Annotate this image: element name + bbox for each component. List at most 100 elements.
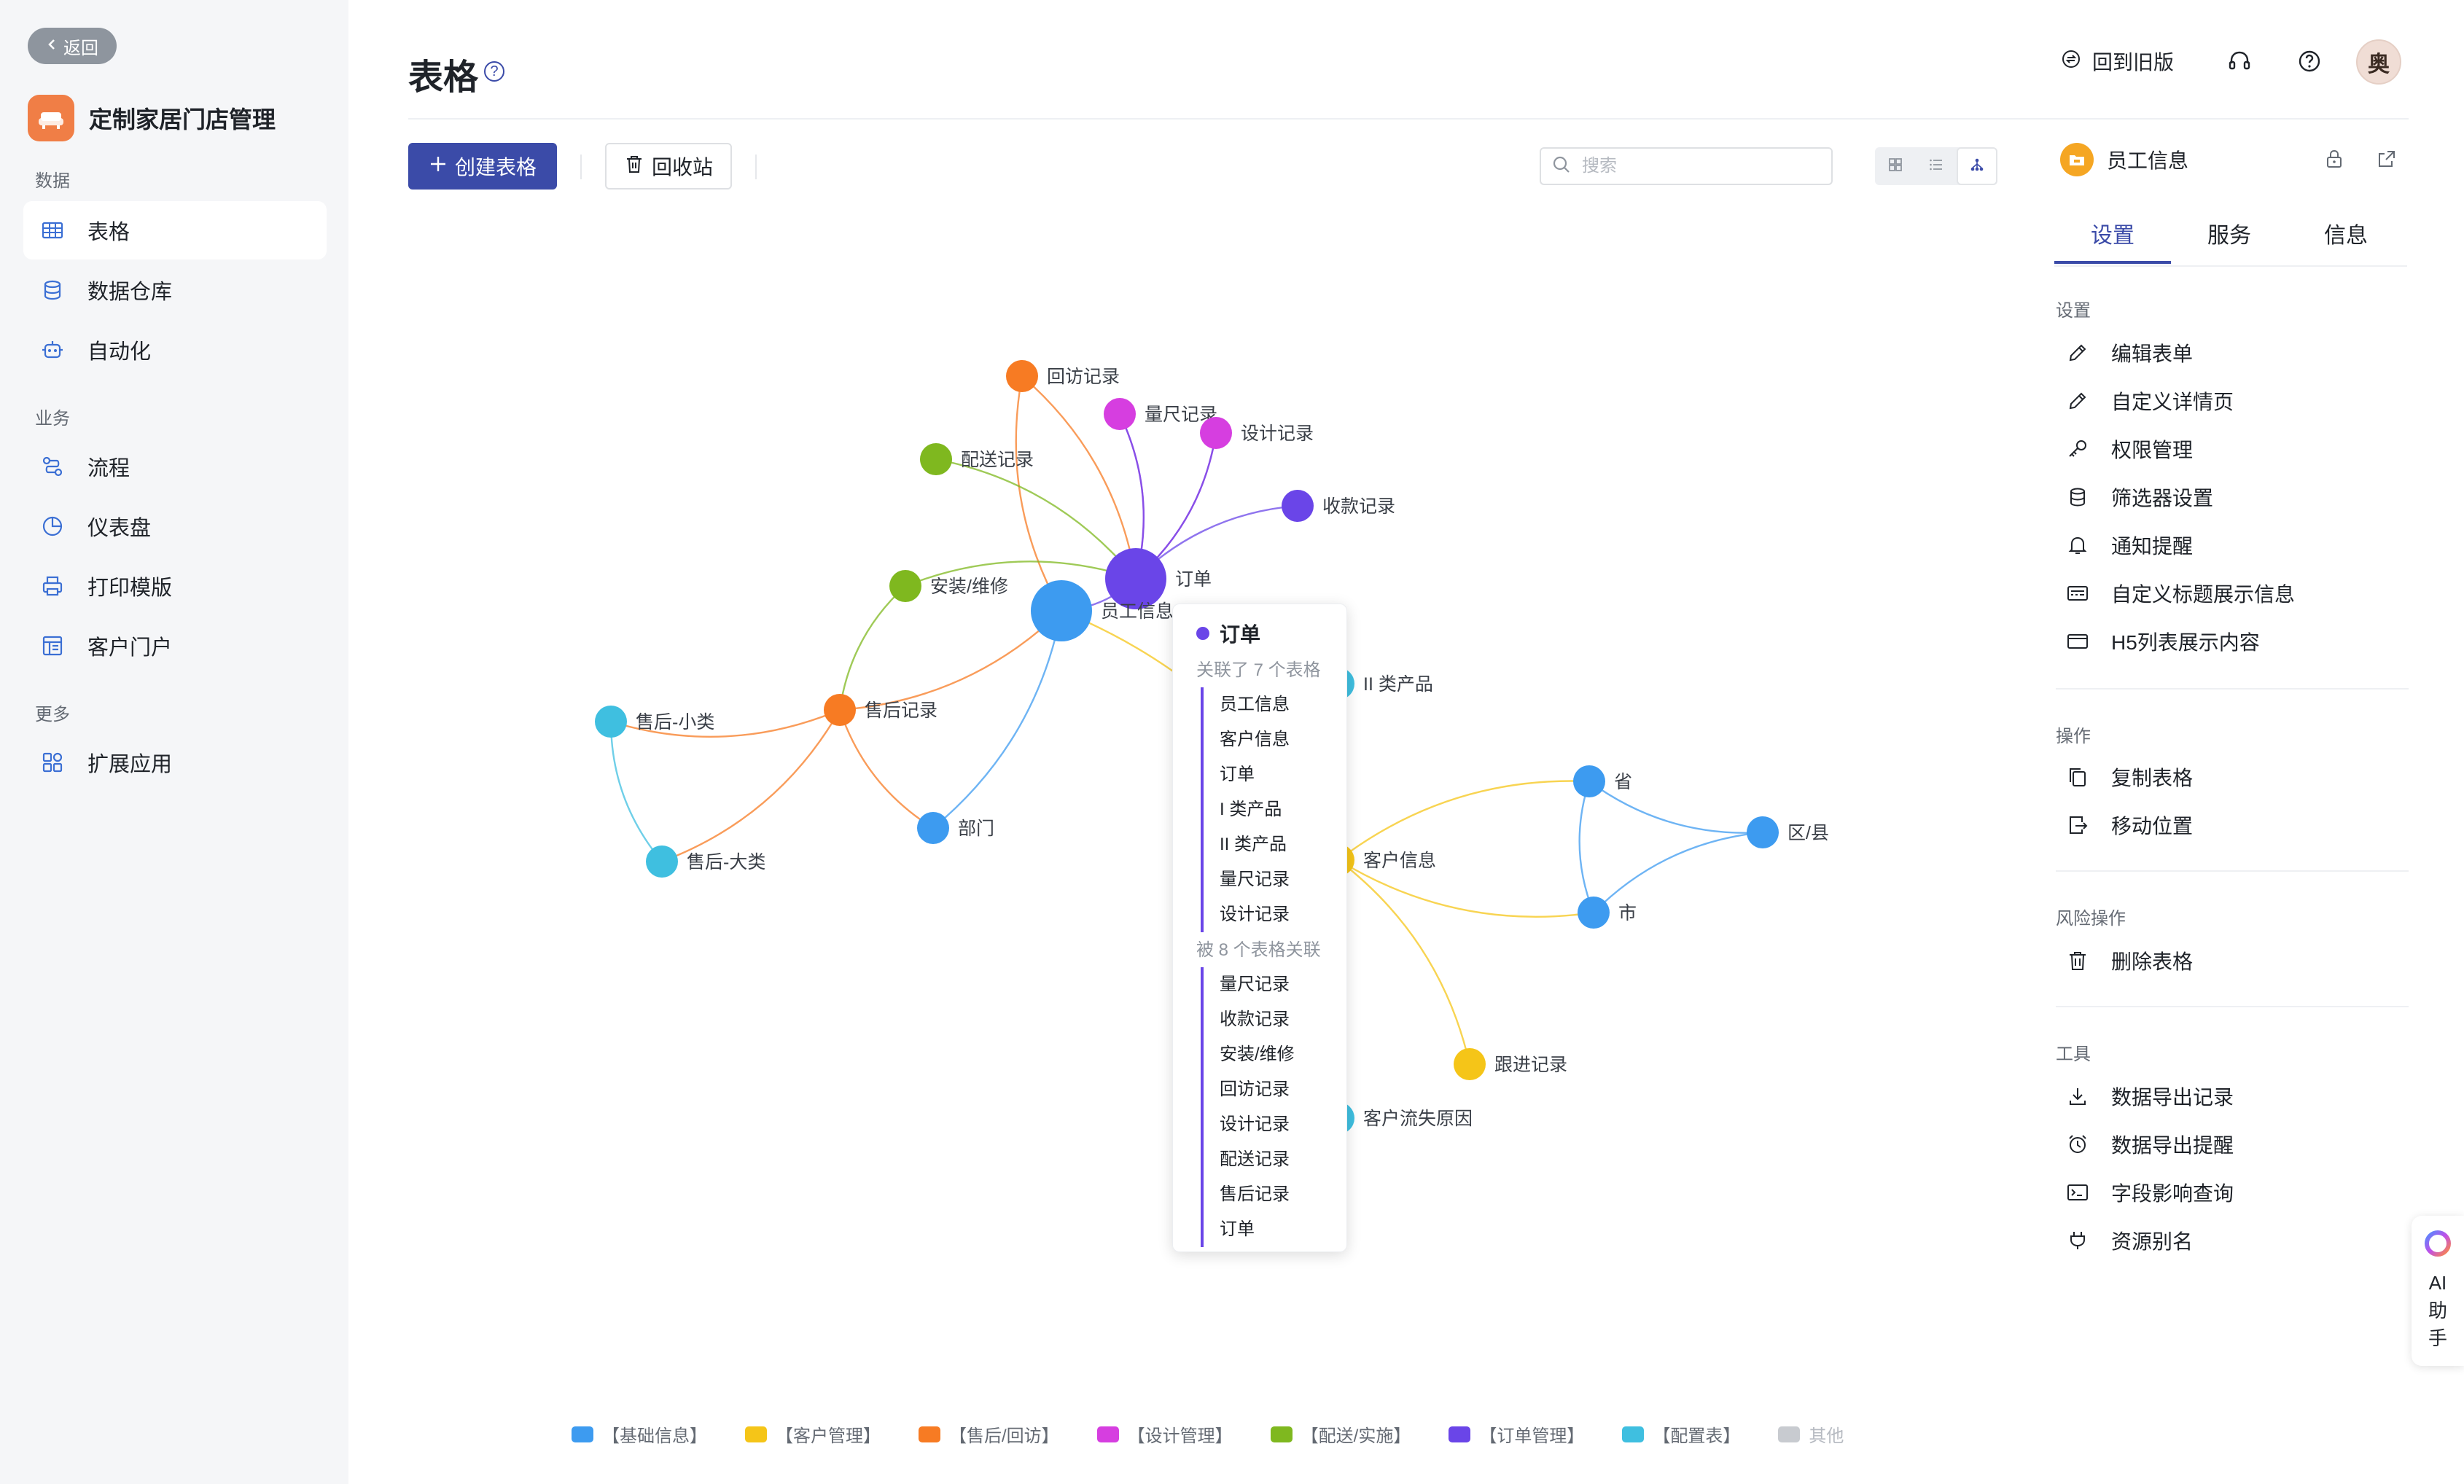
- external-link-icon[interactable]: [2374, 146, 2400, 172]
- list-item[interactable]: 量尺记录: [1220, 870, 1290, 889]
- filter-settings-item[interactable]: 筛选器设置: [2065, 481, 2213, 513]
- header-divider: [408, 118, 2409, 120]
- list-item[interactable]: 订单: [1220, 1219, 1255, 1239]
- list-item[interactable]: 回访记录: [1220, 1079, 1290, 1099]
- graph-node-dingdan[interactable]: 订单: [1105, 548, 1212, 609]
- list-item[interactable]: 安装/维修: [1220, 1044, 1295, 1064]
- graph-node-bumen[interactable]: 部门: [917, 812, 994, 844]
- graph-node-circle[interactable]: [1578, 897, 1610, 929]
- old-version-link[interactable]: 回到旧版: [2060, 47, 2174, 76]
- graph-node-shoukuan[interactable]: 收款记录: [1282, 490, 1395, 522]
- graph-node-shouhou_da[interactable]: 售后-大类: [646, 846, 765, 878]
- help-icon[interactable]: [2293, 45, 2325, 77]
- nav-item-print-template[interactable]: 打印模版: [23, 557, 327, 615]
- headset-icon[interactable]: [2223, 45, 2256, 77]
- custom-detail-page-item[interactable]: 自定义详情页: [2065, 385, 2234, 417]
- legend-item[interactable]: 【基础信息】: [572, 1421, 707, 1447]
- legend-item[interactable]: 【订单管理】: [1449, 1421, 1584, 1447]
- graph-node-circle[interactable]: [920, 443, 952, 475]
- lock-icon[interactable]: [2321, 146, 2347, 172]
- move-position-item[interactable]: 移动位置: [2065, 809, 2193, 841]
- notification-item[interactable]: 通知提醒: [2065, 529, 2193, 561]
- copy-table-item[interactable]: 复制表格: [2065, 761, 2193, 793]
- export-reminder-item[interactable]: 数据导出提醒: [2065, 1128, 2234, 1160]
- list-item[interactable]: 订单: [1220, 765, 1255, 784]
- graph-node-shouhou[interactable]: 售后记录: [824, 694, 937, 726]
- graph-edge: [1578, 781, 1595, 913]
- graph-node-anzhuang[interactable]: 安装/维修: [889, 570, 1008, 602]
- search-input[interactable]: [1580, 155, 1817, 177]
- graph-node-sheji[interactable]: 设计记录: [1200, 417, 1314, 449]
- legend-item[interactable]: 【设计管理】: [1096, 1421, 1233, 1447]
- resource-alias-item[interactable]: 资源别名: [2065, 1225, 2193, 1257]
- nav-item-extensions[interactable]: 扩展应用: [23, 733, 327, 792]
- create-table-button[interactable]: 创建表格: [408, 143, 557, 190]
- graph-node-genjin[interactable]: 跟进记录: [1454, 1048, 1567, 1080]
- permission-item[interactable]: 权限管理: [2065, 433, 2193, 465]
- graph-node-circle[interactable]: [1282, 490, 1314, 522]
- graph-node-huifang[interactable]: 回访记录: [1006, 360, 1120, 392]
- graph-node-yuangong[interactable]: 员工信息: [1031, 580, 1174, 641]
- avatar[interactable]: 奥: [2356, 39, 2401, 85]
- list-item[interactable]: 客户信息: [1220, 730, 1290, 749]
- back-button[interactable]: 返回: [28, 28, 117, 64]
- list-item[interactable]: 售后记录: [1220, 1184, 1290, 1204]
- graph-node-circle[interactable]: [595, 706, 627, 738]
- delete-table-item[interactable]: 删除表格: [2065, 945, 2193, 977]
- graph-node-liangchi[interactable]: 量尺记录: [1104, 398, 1217, 430]
- legend-item[interactable]: 【配置表】: [1622, 1421, 1740, 1447]
- graph-node-circle[interactable]: [889, 570, 921, 602]
- graph-view-button[interactable]: [1957, 147, 1997, 185]
- graph-node-peisong[interactable]: 配送记录: [920, 443, 1034, 475]
- edit-form-item[interactable]: 编辑表单: [2065, 337, 2193, 369]
- graph-node-shi[interactable]: 市: [1578, 897, 1637, 929]
- graph-node-circle[interactable]: [1454, 1048, 1486, 1080]
- graph-node-label: 售后记录: [865, 700, 937, 721]
- legend-item[interactable]: 【售后/回访】: [919, 1421, 1059, 1447]
- list-item[interactable]: 员工信息: [1220, 695, 1290, 714]
- nav-item-flow[interactable]: 流程: [23, 437, 327, 496]
- help-circle-icon[interactable]: ?: [484, 61, 504, 82]
- nav-item-customer-portal[interactable]: 客户门户: [23, 617, 327, 675]
- nav-item-dashboard[interactable]: 仪表盘: [23, 497, 327, 555]
- graph-node-circle[interactable]: [646, 846, 678, 878]
- grid-view-button[interactable]: [1875, 147, 1916, 185]
- graph-node-circle[interactable]: [1573, 765, 1605, 797]
- graph-node-circle[interactable]: [1200, 417, 1232, 449]
- legend-item[interactable]: 【配送/实施】: [1270, 1421, 1411, 1447]
- list-item[interactable]: 收款记录: [1220, 1009, 1290, 1029]
- nav-item-automation[interactable]: 自动化: [23, 321, 327, 379]
- list-item[interactable]: I 类产品: [1220, 800, 1282, 819]
- graph-node-circle[interactable]: [1747, 816, 1779, 848]
- legend-item[interactable]: 其他: [1778, 1421, 1844, 1447]
- list-item[interactable]: 配送记录: [1220, 1149, 1290, 1169]
- list-item[interactable]: 量尺记录: [1220, 975, 1290, 994]
- tab-info[interactable]: 信息: [2324, 224, 2368, 248]
- recycle-bin-button[interactable]: 回收站: [605, 143, 732, 190]
- graph-node-circle[interactable]: [1104, 398, 1136, 430]
- export-records-item[interactable]: 数据导出记录: [2065, 1080, 2234, 1112]
- table-icon: [39, 217, 66, 243]
- list-item[interactable]: II 类产品: [1220, 835, 1287, 854]
- tab-service[interactable]: 服务: [2207, 224, 2251, 248]
- h5-list-item[interactable]: H5列表展示内容: [2065, 625, 2260, 657]
- custom-title-item[interactable]: 自定义标题展示信息: [2065, 577, 2295, 609]
- tab-settings[interactable]: 设置: [2054, 216, 2171, 264]
- graph-node-circle[interactable]: [917, 812, 949, 844]
- graph-node-circle[interactable]: [824, 694, 856, 726]
- graph-node-sheng[interactable]: 省: [1573, 765, 1632, 797]
- search-box[interactable]: [1540, 147, 1833, 185]
- ai-assistant-button[interactable]: AI助手: [2412, 1216, 2464, 1366]
- graph-node-circle[interactable]: [1031, 580, 1092, 641]
- list-view-button[interactable]: [1916, 147, 1957, 185]
- nav-item-table[interactable]: 表格: [23, 201, 327, 259]
- list-item[interactable]: 设计记录: [1220, 1114, 1290, 1134]
- list-item[interactable]: 设计记录: [1220, 905, 1290, 924]
- graph-node-circle[interactable]: [1105, 548, 1166, 609]
- graph-node-quxian[interactable]: 区/县: [1747, 816, 1829, 848]
- legend-item[interactable]: 【客户管理】: [745, 1421, 881, 1447]
- field-impact-item[interactable]: 字段影响查询: [2065, 1176, 2234, 1208]
- graph-node-shouhou_xiao[interactable]: 售后-小类: [595, 706, 714, 738]
- graph-node-circle[interactable]: [1006, 360, 1038, 392]
- nav-item-data-warehouse[interactable]: 数据仓库: [23, 261, 327, 319]
